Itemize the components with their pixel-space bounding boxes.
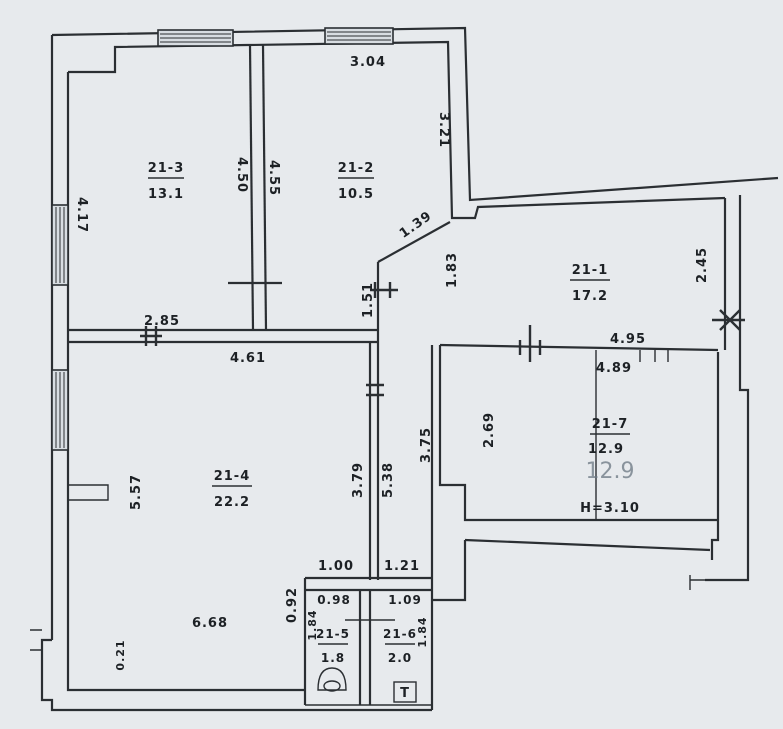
dim-4-95: 4.95 — [610, 332, 646, 347]
dim-6-68: 6.68 — [192, 616, 228, 631]
dim-1-51: 1.51 — [361, 282, 376, 318]
dim-3-21: 3.21 — [436, 112, 451, 148]
room-21-5-id: 21-5 — [316, 627, 350, 641]
room-21-4-id: 21-4 — [214, 469, 251, 484]
dim-2-69: 2.69 — [482, 412, 497, 448]
dim-3-75: 3.75 — [419, 427, 434, 463]
room-21-2-id: 21-2 — [338, 161, 375, 176]
dim-5-38: 5.38 — [381, 462, 396, 498]
dim-3-79: 3.79 — [351, 462, 366, 498]
room-21-3-area: 13.1 — [148, 187, 184, 202]
dim-3-04: 3.04 — [350, 55, 386, 70]
dim-4-17: 4.17 — [74, 197, 89, 233]
dim-4-55: 4.55 — [266, 160, 281, 196]
room-21-4-area: 22.2 — [214, 495, 250, 510]
dim-0-98: 0.98 — [317, 593, 351, 607]
dim-5-57: 5.57 — [129, 474, 144, 510]
dim-1-83: 1.83 — [445, 252, 460, 288]
toilet-icon — [317, 667, 347, 691]
room-21-2-area: 10.5 — [338, 187, 374, 202]
interior-walls — [68, 44, 719, 710]
room-21-7-area: 12.9 — [588, 442, 624, 457]
room-21-5-area: 1.8 — [321, 651, 345, 665]
dim-1-84-left: 1.84 — [306, 609, 319, 640]
dim-4-50: 4.50 — [234, 157, 249, 193]
dim-h-3-10: H=3.10 — [580, 501, 640, 516]
room-21-1-id: 21-1 — [572, 263, 609, 278]
outer-walls — [30, 26, 779, 712]
dim-4-61: 4.61 — [230, 351, 266, 366]
dim-4-89: 4.89 — [596, 361, 632, 376]
room-21-6-id: 21-6 — [383, 627, 417, 641]
fixtures: T — [317, 619, 417, 703]
room-21-3-id: 21-3 — [148, 161, 185, 176]
room-21-7-area-handwritten: 12.9 — [586, 459, 635, 484]
fixture-t-label: T — [400, 686, 410, 701]
dim-1-00: 1.00 — [318, 559, 354, 574]
dim-1-21: 1.21 — [384, 559, 420, 574]
room-21-1-area: 17.2 — [572, 289, 608, 304]
room-21-7-id: 21-7 — [592, 417, 629, 432]
dimension-labels: 3.04 3.21 4.17 4.50 4.55 1.39 1.83 1.51 … — [74, 55, 710, 671]
doors — [140, 282, 745, 397]
dim-0-21: 0.21 — [114, 639, 127, 670]
dim-1-09: 1.09 — [388, 593, 422, 607]
dim-2-85: 2.85 — [144, 314, 180, 329]
sink-icon — [393, 681, 417, 703]
room-labels: 21-3 13.1 21-2 10.5 21-1 17.2 21-4 22.2 … — [148, 161, 635, 665]
dim-2-45: 2.45 — [695, 247, 710, 283]
dim-1-84-right: 1.84 — [416, 616, 429, 647]
room-21-6-area: 2.0 — [388, 651, 412, 665]
dim-0-92: 0.92 — [285, 587, 300, 623]
